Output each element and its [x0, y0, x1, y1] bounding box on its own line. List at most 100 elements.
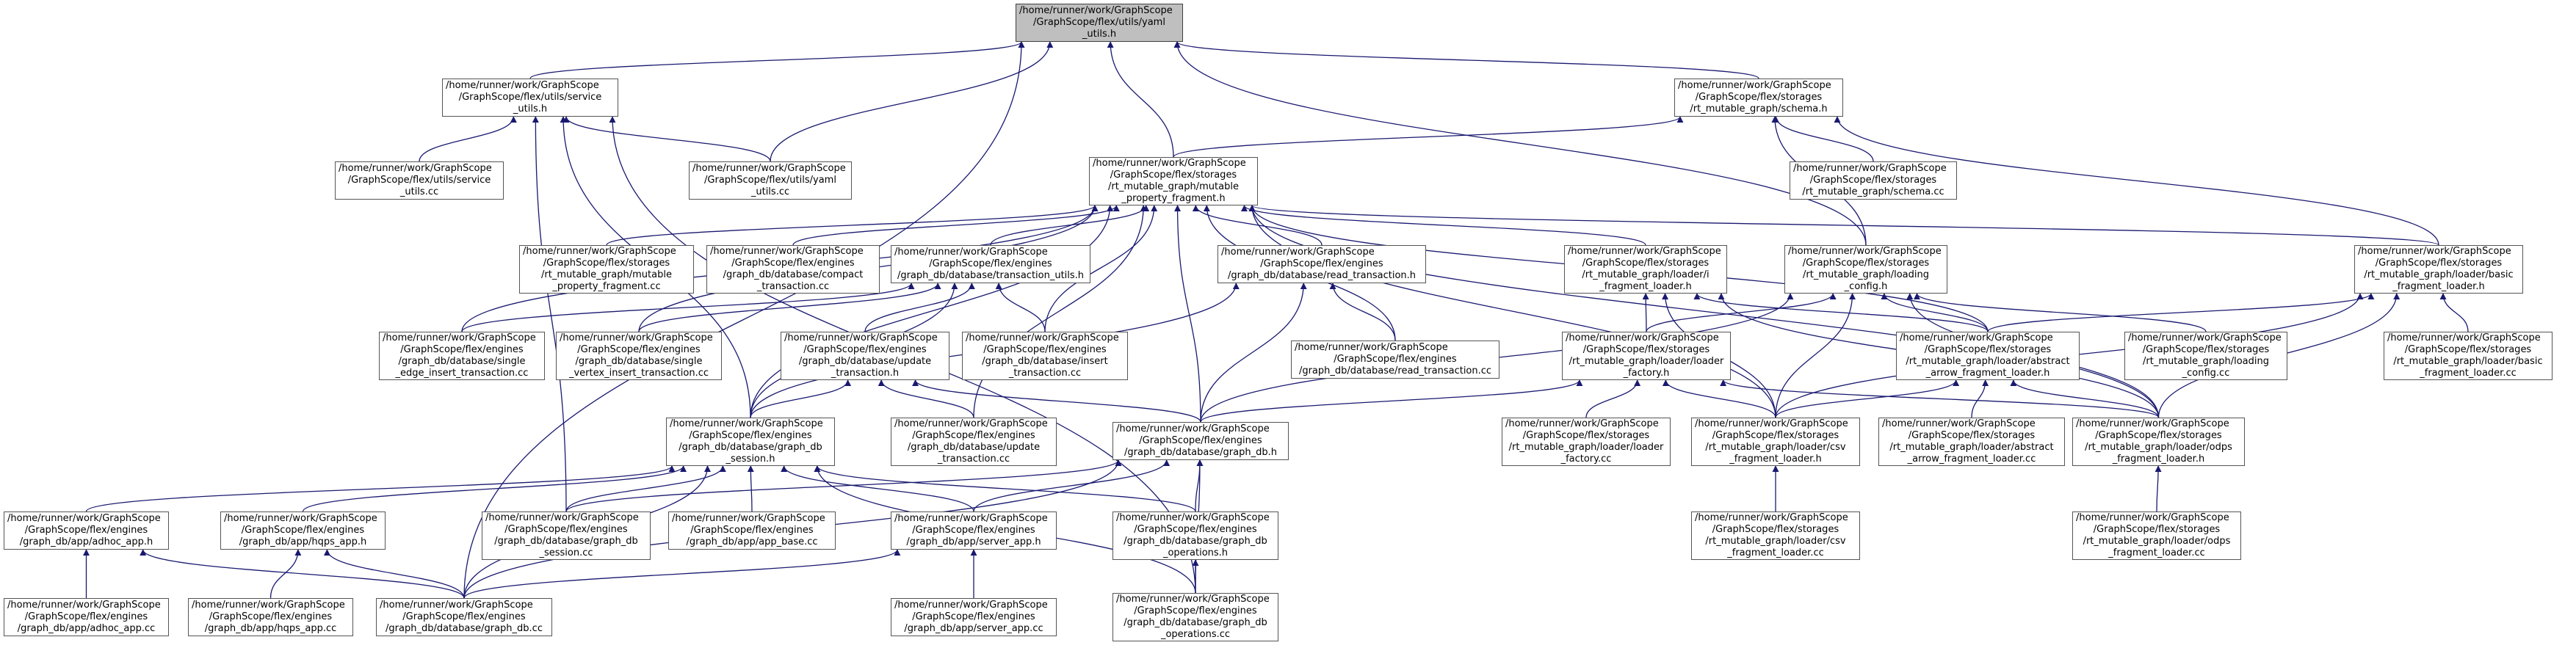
file-path-line: /home/runner/work/GraphScope: [692, 163, 846, 174]
file-path-line: _property_fragment.h: [1121, 193, 1226, 204]
file-path-line: /graph_db/database/single: [575, 356, 703, 367]
file-node-i-frag-loader-h[interactable]: /home/runner/work/GraphScope/GraphScope/…: [1564, 245, 1727, 294]
file-path-line: /graph_db/database/update: [798, 356, 932, 367]
include-edge: [1173, 41, 1759, 79]
file-node-loading-config-cc[interactable]: /home/runner/work/GraphScope/GraphScope/…: [2124, 332, 2287, 380]
file-path-line: /GraphScope/flex/engines: [983, 344, 1107, 355]
file-path-line: /home/runner/work/GraphScope: [894, 247, 1048, 258]
file-node-yaml-utils-h: /home/runner/work/GraphScope/GraphScope/…: [1016, 4, 1183, 42]
file-node-graph-db-cc[interactable]: /home/runner/work/GraphScope/GraphScope/…: [376, 598, 552, 636]
file-path-line: /GraphScope/flex/storages: [2142, 344, 2270, 355]
file-path-line: /rt_mutable_graph/loading: [1803, 269, 1929, 280]
file-node-txn-utils-h[interactable]: /home/runner/work/GraphScope/GraphScope/…: [891, 245, 1090, 283]
include-edge: [565, 459, 1122, 512]
include-edge: [747, 465, 754, 512]
file-path-line: /rt_mutable_graph/loader/abstract: [1906, 356, 2070, 367]
file-path-line: /graph_db/database/graph_db.cc: [386, 623, 543, 634]
file-path-line: /GraphScope/flex/storages: [1712, 524, 1839, 535]
file-path-line: /GraphScope/flex/storages: [1582, 258, 1710, 269]
file-path-line: /home/runner/work/GraphScope: [2358, 246, 2511, 257]
file-node-graph-db-session-cc[interactable]: /home/runner/work/GraphScope/GraphScope/…: [482, 512, 651, 560]
file-path-line: /GraphScope/flex/engines: [912, 611, 1035, 622]
file-node-adhoc-app-cc[interactable]: /home/runner/work/GraphScope/GraphScope/…: [4, 598, 169, 636]
file-node-csv-loader-h[interactable]: /home/runner/work/GraphScope/GraphScope/…: [1691, 418, 1860, 466]
file-path-line: /home/runner/work/GraphScope: [894, 418, 1048, 429]
file-path-line: _utils.h: [513, 103, 548, 114]
file-node-basic-loader-h[interactable]: /home/runner/work/GraphScope/GraphScope/…: [2354, 245, 2523, 294]
file-path-line: /home/runner/work/GraphScope: [894, 600, 1048, 611]
file-node-hqps-app-cc[interactable]: /home/runner/work/GraphScope/GraphScope/…: [188, 598, 353, 636]
file-path-line: /GraphScope/flex/engines: [400, 344, 524, 355]
file-node-basic-loader-cc[interactable]: /home/runner/work/GraphScope/GraphScope/…: [2384, 332, 2553, 380]
file-path-line: /GraphScope/flex/storages: [1110, 170, 1237, 181]
include-edge: [1173, 41, 1867, 246]
include-edge: [770, 41, 1054, 162]
file-node-loader-factory-h[interactable]: /home/runner/work/GraphScope/GraphScope/…: [1562, 332, 1731, 380]
file-node-adhoc-app-h[interactable]: /home/runner/work/GraphScope/GraphScope/…: [4, 512, 169, 550]
file-node-loading-config-h[interactable]: /home/runner/work/GraphScope/GraphScope/…: [1784, 245, 1947, 294]
file-node-service-utils-cc[interactable]: /home/runner/work/GraphScope/GraphScope/…: [335, 161, 504, 200]
include-edge: [419, 116, 517, 162]
file-path-line: /home/runner/work/GraphScope: [560, 332, 713, 343]
file-path-line: /GraphScope/flex/engines: [912, 525, 1035, 536]
file-node-app-base-cc[interactable]: /home/runner/work/GraphScope/GraphScope/…: [668, 512, 836, 550]
file-node-loader-factory-cc[interactable]: /home/runner/work/GraphScope/GraphScope/…: [1502, 418, 1671, 466]
file-node-server-app-cc[interactable]: /home/runner/work/GraphScope/GraphScope/…: [891, 598, 1057, 636]
file-node-odps-loader-cc[interactable]: /home/runner/work/GraphScope/GraphScope/…: [2072, 512, 2241, 560]
file-node-compact-txn-cc[interactable]: /home/runner/work/GraphScope/GraphScope/…: [706, 245, 880, 294]
file-node-schema-cc[interactable]: /home/runner/work/GraphScope/GraphScope/…: [1790, 161, 1957, 200]
file-path-line: /graph_db/database/graph_db: [1124, 617, 1267, 628]
include-edge: [1248, 205, 2439, 246]
include-edge: [1775, 293, 1856, 418]
file-node-graph-db-ops-cc[interactable]: /home/runner/work/GraphScope/GraphScope/…: [1112, 593, 1278, 641]
file-path-line: /graph_db/database/single: [398, 356, 526, 367]
file-node-graph-db-h[interactable]: /home/runner/work/GraphScope/GraphScope/…: [1112, 422, 1289, 460]
include-edge: [864, 283, 975, 332]
file-node-single-edge-cc[interactable]: /home/runner/work/GraphScope/GraphScope/…: [379, 332, 545, 380]
file-node-graph-db-session-h[interactable]: /home/runner/work/GraphScope/GraphScope/…: [666, 418, 835, 466]
file-node-odps-loader-h[interactable]: /home/runner/work/GraphScope/GraphScope/…: [2072, 418, 2245, 466]
file-node-read-txn-cc[interactable]: /home/runner/work/GraphScope/GraphScope/…: [1291, 341, 1499, 379]
file-path-line: _fragment_loader.cc: [2420, 368, 2517, 379]
file-path-line: /GraphScope/flex/storages: [2095, 430, 2222, 441]
file-path-line: /home/runner/work/GraphScope: [2387, 332, 2541, 343]
file-path-line: _session.h: [726, 454, 775, 465]
file-node-schema-h[interactable]: /home/runner/work/GraphScope/GraphScope/…: [1674, 79, 1843, 117]
include-edge: [1693, 293, 1989, 332]
file-path-line: _factory.h: [1623, 368, 1670, 379]
file-path-line: _config.h: [1844, 281, 1888, 292]
include-edge: [85, 465, 676, 512]
include-edge: [1241, 205, 1646, 246]
include-edge: [463, 549, 901, 599]
file-path-line: _arrow_fragment_loader.cc: [1907, 454, 2036, 465]
file-path-line: _factory.cc: [1560, 454, 1612, 465]
file-node-update-txn-h[interactable]: /home/runner/work/GraphScope/GraphScope/…: [781, 332, 949, 380]
file-path-line: /home/runner/work/GraphScope: [1505, 418, 1659, 429]
file-node-read-txn-h[interactable]: /home/runner/work/GraphScope/GraphScope/…: [1218, 245, 1426, 283]
file-node-graph-db-ops-h[interactable]: /home/runner/work/GraphScope/GraphScope/…: [1112, 512, 1278, 560]
include-edge: [1044, 205, 1158, 332]
file-node-yaml-utils-cc[interactable]: /home/runner/work/GraphScope/GraphScope/…: [689, 161, 852, 200]
file-path-line: _transaction.cc: [937, 454, 1010, 465]
file-path-line: _fragment_loader.h: [2112, 454, 2205, 465]
file-path-line: /home/runner/work/GraphScope: [2076, 512, 2229, 523]
file-path-line: _utils.h: [1082, 29, 1117, 40]
file-node-mpf-h[interactable]: /home/runner/work/GraphScope/GraphScope/…: [1089, 157, 1258, 205]
file-path-line: /rt_mutable_graph/loader/csv: [1705, 442, 1846, 453]
file-node-abstract-loader-cc[interactable]: /home/runner/work/GraphScope/GraphScope/…: [1878, 418, 2065, 466]
file-path-line: /home/runner/work/GraphScope: [1116, 594, 1270, 605]
file-node-insert-txn-cc[interactable]: /home/runner/work/GraphScope/GraphScope/…: [962, 332, 1128, 380]
file-node-mpf-cc[interactable]: /home/runner/work/GraphScope/GraphScope/…: [519, 245, 694, 294]
file-node-hqps-app-h[interactable]: /home/runner/work/GraphScope/GraphScope/…: [220, 512, 386, 550]
file-path-line: /home/runner/work/GraphScope: [2128, 332, 2282, 343]
file-node-single-vertex-cc[interactable]: /home/runner/work/GraphScope/GraphScope/…: [556, 332, 722, 380]
file-path-line: /GraphScope/flex/storages: [1809, 175, 1937, 186]
file-node-update-txn-cc[interactable]: /home/runner/work/GraphScope/GraphScope/…: [891, 418, 1057, 466]
file-node-abstract-loader-h[interactable]: /home/runner/work/GraphScope/GraphScope/…: [1896, 332, 2080, 380]
file-node-csv-loader-cc[interactable]: /home/runner/work/GraphScope/GraphScope/…: [1691, 512, 1860, 560]
file-path-line: /graph_db/database/read_transaction.h: [1227, 270, 1417, 281]
file-node-service-utils-h[interactable]: /home/runner/work/GraphScope/GraphScope/…: [442, 79, 618, 117]
include-edge: [1662, 379, 1776, 418]
file-node-server-app-h[interactable]: /home/runner/work/GraphScope/GraphScope/…: [891, 512, 1057, 550]
